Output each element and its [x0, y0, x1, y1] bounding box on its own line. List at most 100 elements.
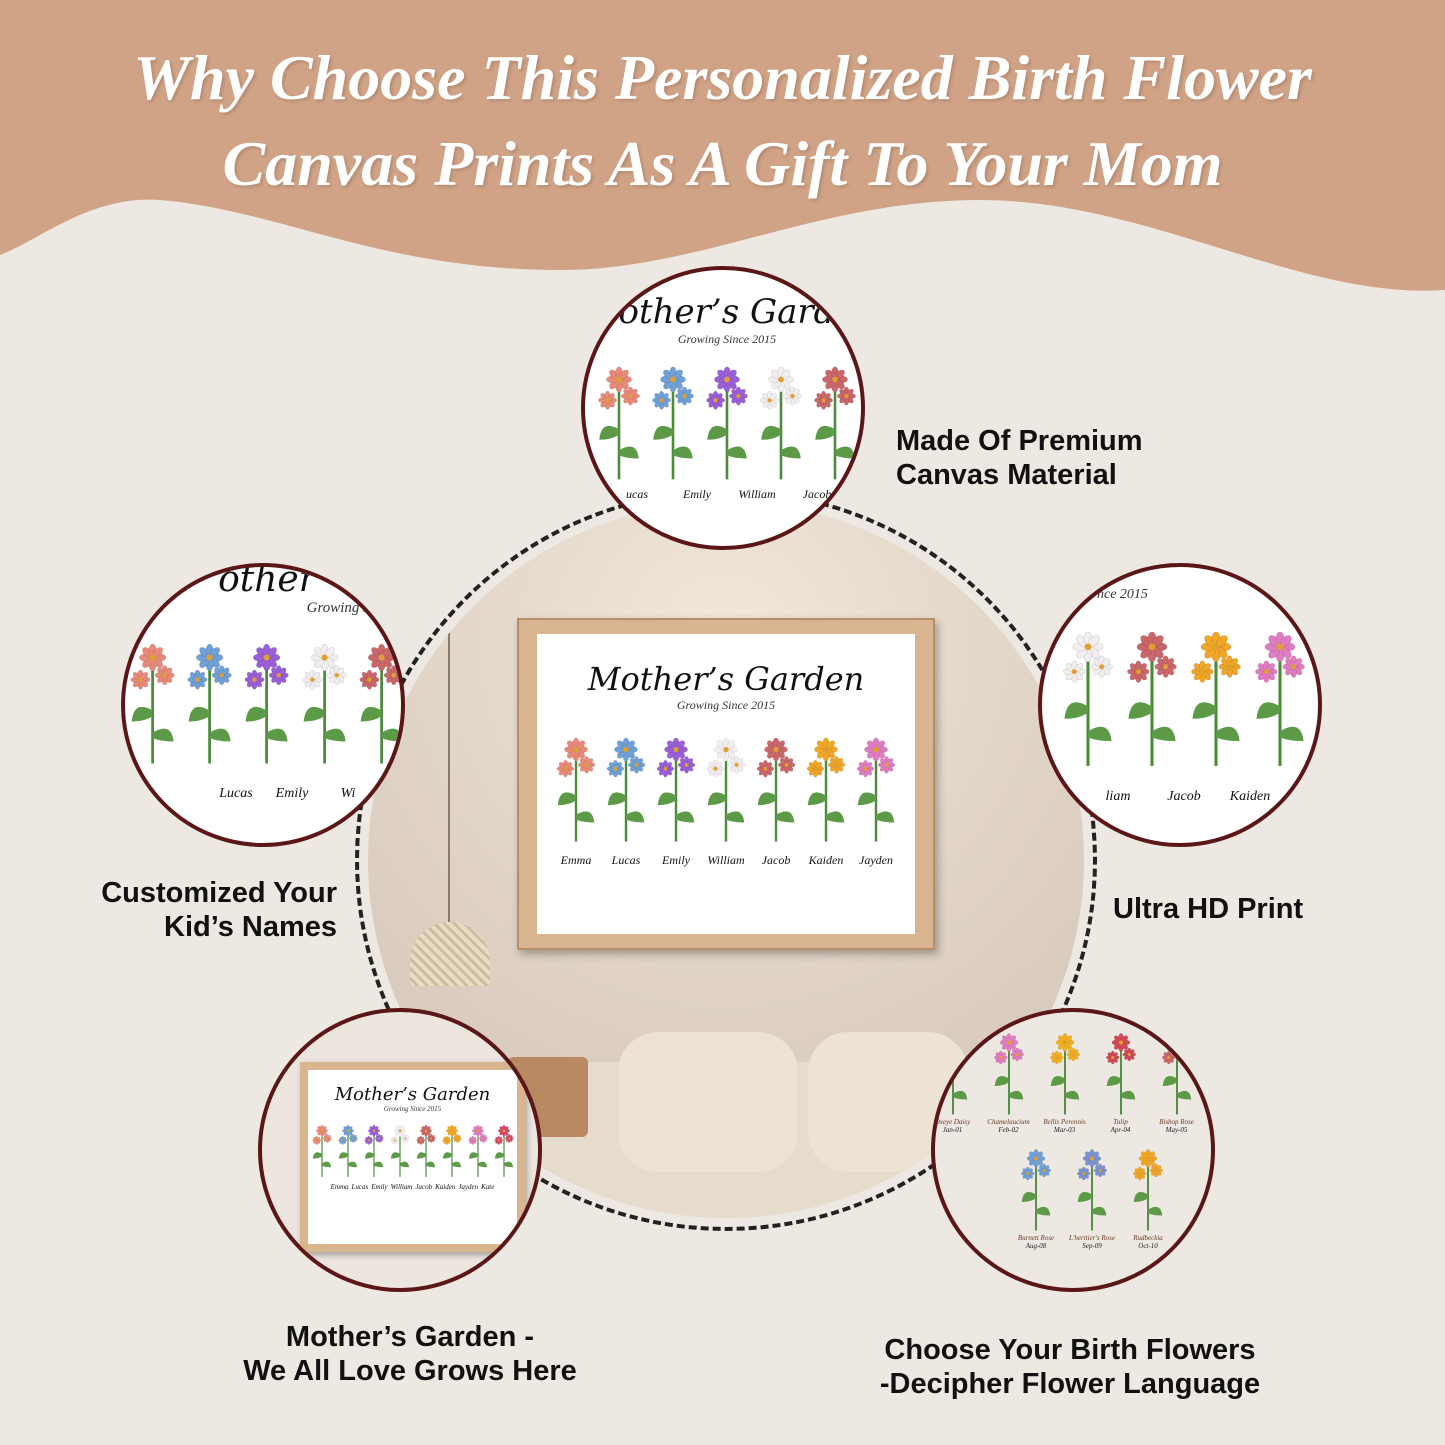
flower-illustration: [363, 1124, 384, 1177]
flower-illustration: [1105, 1033, 1136, 1115]
flower-month: Sep-09: [1082, 1242, 1102, 1250]
kid-name: Kaiden: [808, 853, 844, 867]
flower-illustration: [606, 737, 646, 842]
kid-name: Lucas: [351, 1183, 369, 1191]
flower-illustration: [706, 366, 748, 480]
kid-name: Kaiden: [435, 1183, 456, 1191]
flower-month: Mar-03: [1053, 1126, 1076, 1134]
flower-illustration: [598, 366, 640, 480]
circle-title: other’s Gard: [618, 292, 836, 332]
canvas-print: Mother’s Garden Growing Since 2015 Emma …: [537, 634, 915, 934]
kid-name: Emily: [275, 786, 309, 801]
lamp-cord: [448, 612, 450, 922]
kid-name: Jacob: [761, 853, 791, 867]
flower-illustration: [1076, 1149, 1108, 1231]
flower-illustration: [806, 737, 846, 842]
circle-subtitle: Growing Sinc: [306, 600, 389, 616]
feature-text: Mother’s Garden -: [285, 1321, 535, 1353]
flower-illustration: [415, 1124, 436, 1177]
kid-name: William: [707, 853, 745, 867]
flower-month: Apr-04: [1110, 1126, 1131, 1134]
flower-row: [125, 627, 401, 772]
flower-illustration: [706, 737, 746, 842]
feature-text: We All Love Grows Here: [243, 1355, 577, 1387]
kid-name: Emily: [683, 487, 711, 501]
kid-name: Lucas: [611, 853, 641, 867]
flower-row: [1042, 619, 1318, 769]
header-wave: [0, 0, 1445, 291]
flower-illustration: [244, 643, 290, 764]
kid-name: Emma: [330, 1183, 349, 1191]
name-row: Emma Lucas Emily William Jacob Kaiden Ja…: [537, 853, 915, 868]
kid-name: ucas: [626, 487, 648, 501]
feature-text: Choose Your Birth Flowers: [884, 1334, 1256, 1366]
flower-illustration: [656, 737, 696, 842]
kid-name: William: [738, 487, 776, 501]
circle-title: Mother’s Garden: [334, 1084, 491, 1105]
flower-name: Rudbeckia: [1133, 1234, 1163, 1242]
flower-illustration: [1049, 1033, 1080, 1115]
pendant-lamp: [410, 922, 490, 986]
kid-name: Kate: [481, 1183, 495, 1191]
flower-month: Feb-02: [998, 1126, 1019, 1134]
kid-name: Jacob: [1167, 789, 1201, 804]
kid-name: Emily: [662, 853, 690, 867]
flower-illustration: [359, 643, 401, 764]
flower-illustration: [556, 737, 596, 842]
feature-text: Canvas Material: [896, 459, 1117, 491]
flower-illustration: [856, 737, 896, 842]
headline-line-1: Why Choose This Personalized Birth Flowe…: [133, 42, 1312, 113]
flower-illustration: [337, 1124, 358, 1177]
flower-row: [308, 1119, 517, 1179]
kid-name: Lucas: [219, 786, 253, 801]
flower-name: Bellis Perennis: [1043, 1118, 1086, 1126]
kid-name: William: [390, 1183, 413, 1191]
flower-name: Oxeye Daisy: [934, 1118, 971, 1126]
feature-birth-flowers: Choose Your Birth Flowers-Decipher Flowe…: [800, 1333, 1340, 1401]
feature-text: Kid’s Names: [164, 911, 337, 943]
flower-row: [537, 727, 915, 845]
kid-name: Jayden: [458, 1183, 479, 1191]
flower-illustration: [1161, 1033, 1192, 1115]
circle-subtitle: Growing Since 2015: [383, 1105, 442, 1113]
kid-name: Kaiden: [1229, 789, 1271, 804]
flower-illustration: [311, 1124, 332, 1177]
flower-illustration: [993, 1033, 1024, 1115]
flower-illustration: [187, 643, 232, 764]
feature-ultra-hd: Ultra HD Print: [1113, 893, 1304, 925]
kid-name: Wi: [340, 786, 356, 801]
flower-name: L'heritier's Rose: [1069, 1234, 1115, 1242]
flower-illustration: [302, 643, 347, 764]
flower-illustration: [814, 366, 856, 480]
flower-illustration: [1191, 631, 1241, 766]
detail-circle-top: other’s Gard Growing Since 2015 ucas Emil…: [581, 266, 865, 550]
header-banner: Why Choose This Personalized Birth Flowe…: [0, 0, 1445, 300]
feature-text: -Decipher Flower Language: [879, 1368, 1261, 1400]
kid-name: Jacob: [802, 487, 832, 501]
flower-illustration: [1020, 1149, 1052, 1231]
feature-text: Made Of Premium: [896, 425, 1143, 457]
flower-illustration: [389, 1124, 410, 1177]
kid-name: Emma: [560, 853, 592, 867]
flower-name: Chamelaucium: [987, 1118, 1030, 1126]
flower-illustration: [937, 1033, 968, 1115]
flower-month: Jan-01: [942, 1126, 963, 1134]
circle-subtitle: nce 2015: [1097, 587, 1148, 602]
feature-text: Customized Your: [101, 877, 337, 909]
flower-name: Burnett Rose: [1017, 1234, 1055, 1242]
canvas-frame: Mother’s Garden Growing Since 2015 Emma …: [517, 618, 935, 950]
flower-illustration: [441, 1124, 462, 1177]
canvas-subtitle: Growing Since 2015: [676, 698, 776, 712]
flower-month: Aug-08: [1025, 1242, 1047, 1250]
circle-subtitle: Growing Since 2015: [677, 332, 777, 346]
